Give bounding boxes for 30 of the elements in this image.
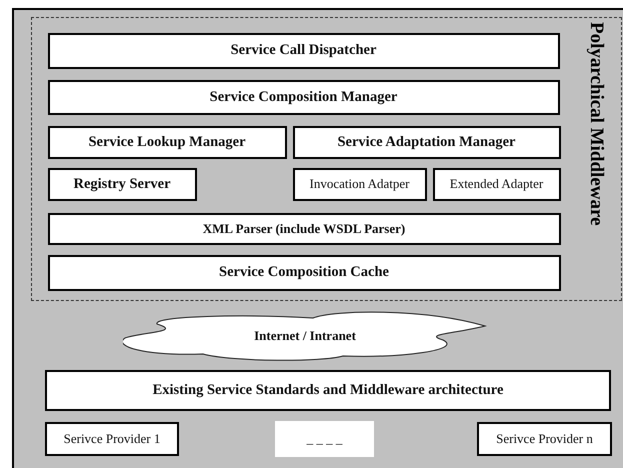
node-label: Registry Server — [73, 176, 171, 192]
layer-box — [48, 32, 560, 68]
node-label: Existing Service Standards and Middleware architecture — [152, 382, 504, 399]
node-label: Extended Adapter — [450, 176, 544, 192]
network-cloud — [123, 310, 487, 362]
component-box — [292, 126, 560, 158]
layer-box — [48, 254, 560, 290]
node-label: Service Lookup Manager — [88, 134, 246, 150]
node-label: _ _ _ _ — [306, 431, 342, 447]
node-label: Service Composition Cache — [219, 264, 389, 281]
node-label: Serivce Provider 1 — [64, 431, 160, 447]
provider-box — [45, 422, 179, 456]
ellipsis-box — [275, 421, 374, 457]
layer-box — [48, 80, 560, 114]
node-label: XML Parser (include WSDL Parser) — [202, 220, 406, 236]
node-label: Service Adaptation Manager — [337, 134, 516, 150]
group-title: Polyarchical Middleware — [585, 22, 607, 226]
component-box — [48, 126, 286, 158]
provider-box — [477, 422, 612, 456]
node-label: Internet / Intranet — [254, 328, 356, 344]
node-label: Service Call Dispatcher — [230, 42, 376, 59]
component-box — [48, 168, 196, 200]
layer-box — [48, 212, 560, 244]
node-label: Serivce Provider n — [496, 431, 593, 447]
node-label: Service Composition Manager — [210, 88, 398, 106]
node-label: Invocation Adatper — [310, 176, 410, 192]
layer-box — [45, 370, 611, 411]
component-box — [292, 168, 426, 200]
component-box — [432, 168, 560, 200]
dashed-group-box — [31, 17, 622, 301]
